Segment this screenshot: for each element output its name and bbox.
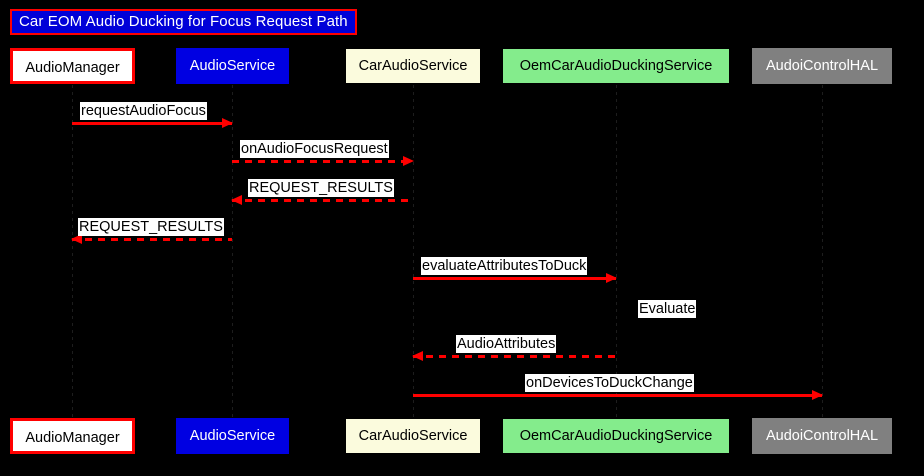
message-label-3: REQUEST_RESULTS	[78, 218, 224, 236]
arrow-head-icon	[222, 118, 233, 128]
participant-label: OemCarAudioDuckingService	[519, 428, 713, 444]
lifeline-caraudioservice	[413, 85, 414, 418]
arrow-line	[232, 199, 413, 202]
message-arrow-6	[413, 390, 823, 400]
participant-label: AudoiControlHAL	[765, 428, 879, 444]
arrow-line	[413, 277, 616, 280]
participant-caraudioservice-bottom[interactable]: CarAudioService	[345, 418, 481, 454]
lifeline-audoicontrolhal	[822, 85, 823, 418]
participant-label: AudioService	[189, 58, 276, 74]
participant-oemcaraudioduckingservice-bottom[interactable]: OemCarAudioDuckingService	[502, 418, 730, 454]
message-arrow-2	[231, 195, 413, 205]
participant-audiomanager-top[interactable]: AudioManager	[10, 48, 135, 84]
participant-label: AudioManager	[25, 430, 120, 446]
lifeline-audiomanager	[72, 85, 73, 418]
participant-audoicontrolhal-bottom[interactable]: AudoiControlHAL	[752, 418, 892, 454]
message-arrow-0	[72, 118, 233, 128]
participant-caraudioservice-top[interactable]: CarAudioService	[345, 48, 481, 84]
participant-label: OemCarAudioDuckingService	[519, 58, 713, 74]
message-arrow-5	[412, 351, 616, 361]
arrow-line	[72, 238, 232, 241]
arrow-head-icon	[231, 195, 242, 205]
arrow-head-icon	[812, 390, 823, 400]
lifeline-audioservice	[232, 85, 233, 418]
lifeline-oemcaraudioduckingservice	[616, 85, 617, 418]
arrow-head-icon	[403, 156, 414, 166]
note-0: Evaluate	[638, 300, 697, 318]
participant-oemcaraudioduckingservice-top[interactable]: OemCarAudioDuckingService	[502, 48, 730, 84]
arrow-line	[413, 355, 616, 358]
message-label-0: requestAudioFocus	[80, 102, 207, 120]
message-label-5: AudioAttributes	[456, 335, 557, 353]
participant-label: AudoiControlHAL	[765, 58, 879, 74]
message-arrow-4	[413, 273, 617, 283]
message-label-6: onDevicesToDuckChange	[525, 374, 694, 392]
diagram-title: Car EOM Audio Ducking for Focus Request …	[10, 9, 357, 35]
message-arrow-1	[232, 156, 414, 166]
participant-label: AudioService	[189, 428, 276, 444]
participant-label: CarAudioService	[358, 58, 468, 74]
message-label-4: evaluateAttributesToDuck	[421, 257, 588, 275]
arrow-head-icon	[71, 234, 82, 244]
arrow-head-icon	[412, 351, 423, 361]
arrow-line	[413, 394, 822, 397]
participant-label: AudioManager	[25, 60, 120, 76]
participant-audioservice-top[interactable]: AudioService	[176, 48, 289, 84]
participant-audioservice-bottom[interactable]: AudioService	[176, 418, 289, 454]
arrow-line	[72, 122, 232, 125]
message-label-1: onAudioFocusRequest	[240, 140, 389, 158]
participant-audoicontrolhal-top[interactable]: AudoiControlHAL	[752, 48, 892, 84]
arrow-line	[232, 160, 413, 163]
message-label-2: REQUEST_RESULTS	[248, 179, 394, 197]
participant-label: CarAudioService	[358, 428, 468, 444]
arrow-head-icon	[606, 273, 617, 283]
message-arrow-3	[71, 234, 232, 244]
participant-audiomanager-bottom[interactable]: AudioManager	[10, 418, 135, 454]
